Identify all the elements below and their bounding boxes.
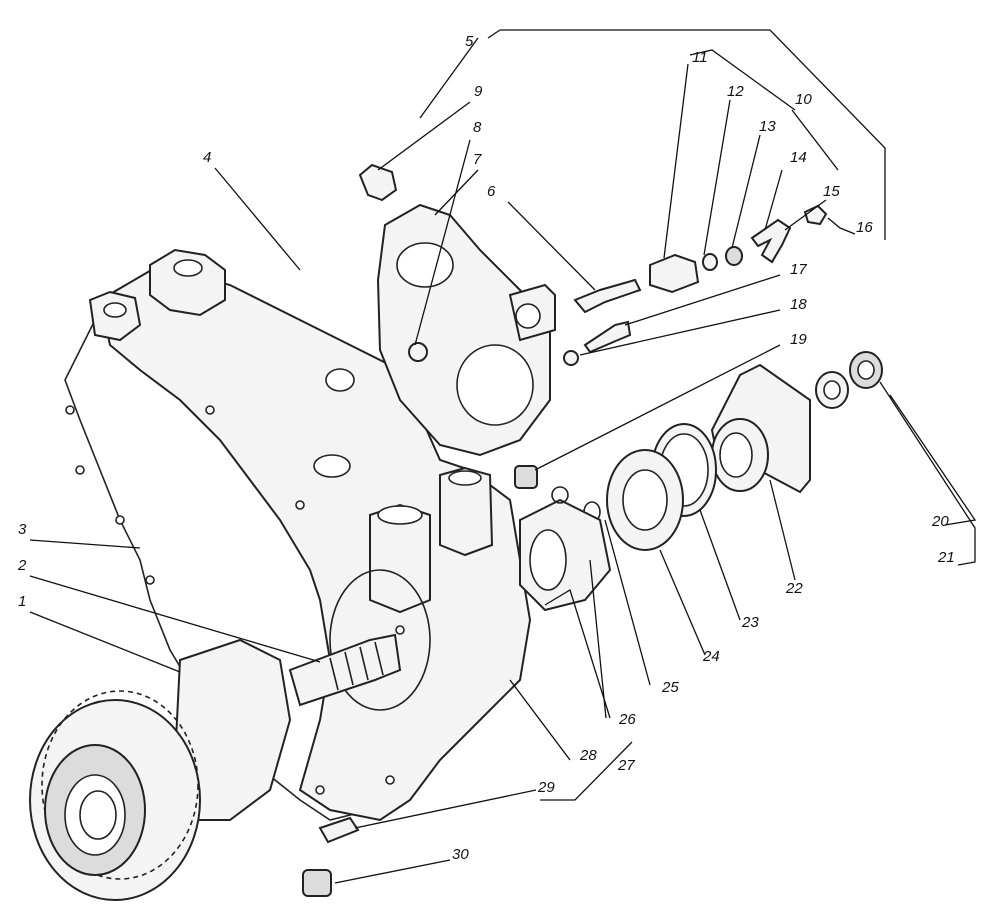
- callout-12: 12: [727, 83, 744, 100]
- callout-27: 27: [617, 757, 635, 774]
- dowel-pin-29: [318, 816, 360, 844]
- callout-20: 20: [931, 513, 949, 530]
- oil-seal-24-inner: [622, 469, 668, 531]
- housing-upper-boss: [149, 248, 226, 317]
- input-shaft-spline: [288, 633, 402, 707]
- washer-20-hole: [823, 380, 841, 400]
- cover-upper-opening: [396, 242, 454, 288]
- breather-valve: [358, 163, 398, 202]
- callout-8: 8: [473, 119, 482, 136]
- callout-25: 25: [661, 679, 679, 696]
- callout-19: 19: [790, 331, 807, 348]
- callout-10: 10: [795, 91, 812, 108]
- callout-24: 24: [702, 648, 720, 665]
- tower-top-hole: [377, 505, 423, 525]
- bushing-13: [725, 246, 743, 266]
- callout-29: 29: [537, 779, 555, 796]
- callout-13: 13: [759, 118, 776, 135]
- gasket-bolt-holes: [65, 405, 405, 795]
- washer-18: [563, 350, 579, 366]
- callout-14: 14: [790, 149, 807, 166]
- callout-1: 1: [18, 593, 26, 610]
- seal-ring-12: [702, 253, 718, 271]
- snap-ring-27: [551, 486, 569, 504]
- callout-3: 3: [18, 521, 27, 538]
- drive-gear-1-teeth-ring: [41, 690, 199, 880]
- flange-spline-bore: [719, 432, 753, 478]
- driven-gear-housing: [649, 253, 700, 294]
- locking-plate-14: [750, 218, 792, 264]
- drive-gear-1-inner: [79, 790, 117, 840]
- housing-port-lower: [313, 454, 351, 478]
- housing-output-tower: [369, 503, 431, 614]
- callout-18: 18: [790, 296, 807, 313]
- callout-9: 9: [474, 83, 483, 100]
- bolt-16: [803, 204, 828, 226]
- drain-plug-30: [302, 869, 332, 897]
- housing-rear-tower: [439, 466, 494, 557]
- callout-7: 7: [473, 151, 482, 168]
- callout-28: 28: [579, 747, 597, 764]
- spline-grooves: [329, 641, 384, 691]
- callout-16: 16: [856, 219, 873, 236]
- callout-2: 2: [17, 557, 27, 574]
- drive-gear-1-bore: [64, 774, 126, 856]
- housing-bearing-bore: [329, 569, 431, 711]
- rear-tower-hole: [448, 470, 482, 486]
- callout-5: 5: [465, 33, 474, 50]
- bearing-26-race: [529, 529, 567, 591]
- cover-lower-opening: [456, 344, 534, 426]
- callout-6: 6: [487, 183, 496, 200]
- leader-lines: [29, 29, 977, 884]
- callout-4: 4: [203, 149, 211, 166]
- callout-17: 17: [790, 261, 807, 278]
- bolt-17: [583, 320, 632, 354]
- plug-8: [408, 342, 428, 362]
- speedometer-boss-hole: [515, 303, 541, 329]
- callout-22: 22: [785, 580, 803, 597]
- housing-left-boss-hole: [103, 302, 127, 318]
- housing-boss-hole: [173, 259, 203, 277]
- plug-19: [514, 465, 538, 489]
- callout-23: 23: [741, 614, 759, 631]
- callout-21: 21: [937, 549, 955, 566]
- callout-26: 26: [618, 711, 636, 728]
- callout-15: 15: [823, 183, 840, 200]
- housing-port: [325, 368, 355, 392]
- drive-gear-shaft: [573, 278, 642, 314]
- nut-21-hole: [857, 360, 875, 380]
- callout-11: 11: [692, 49, 708, 66]
- callout-30: 30: [452, 846, 469, 863]
